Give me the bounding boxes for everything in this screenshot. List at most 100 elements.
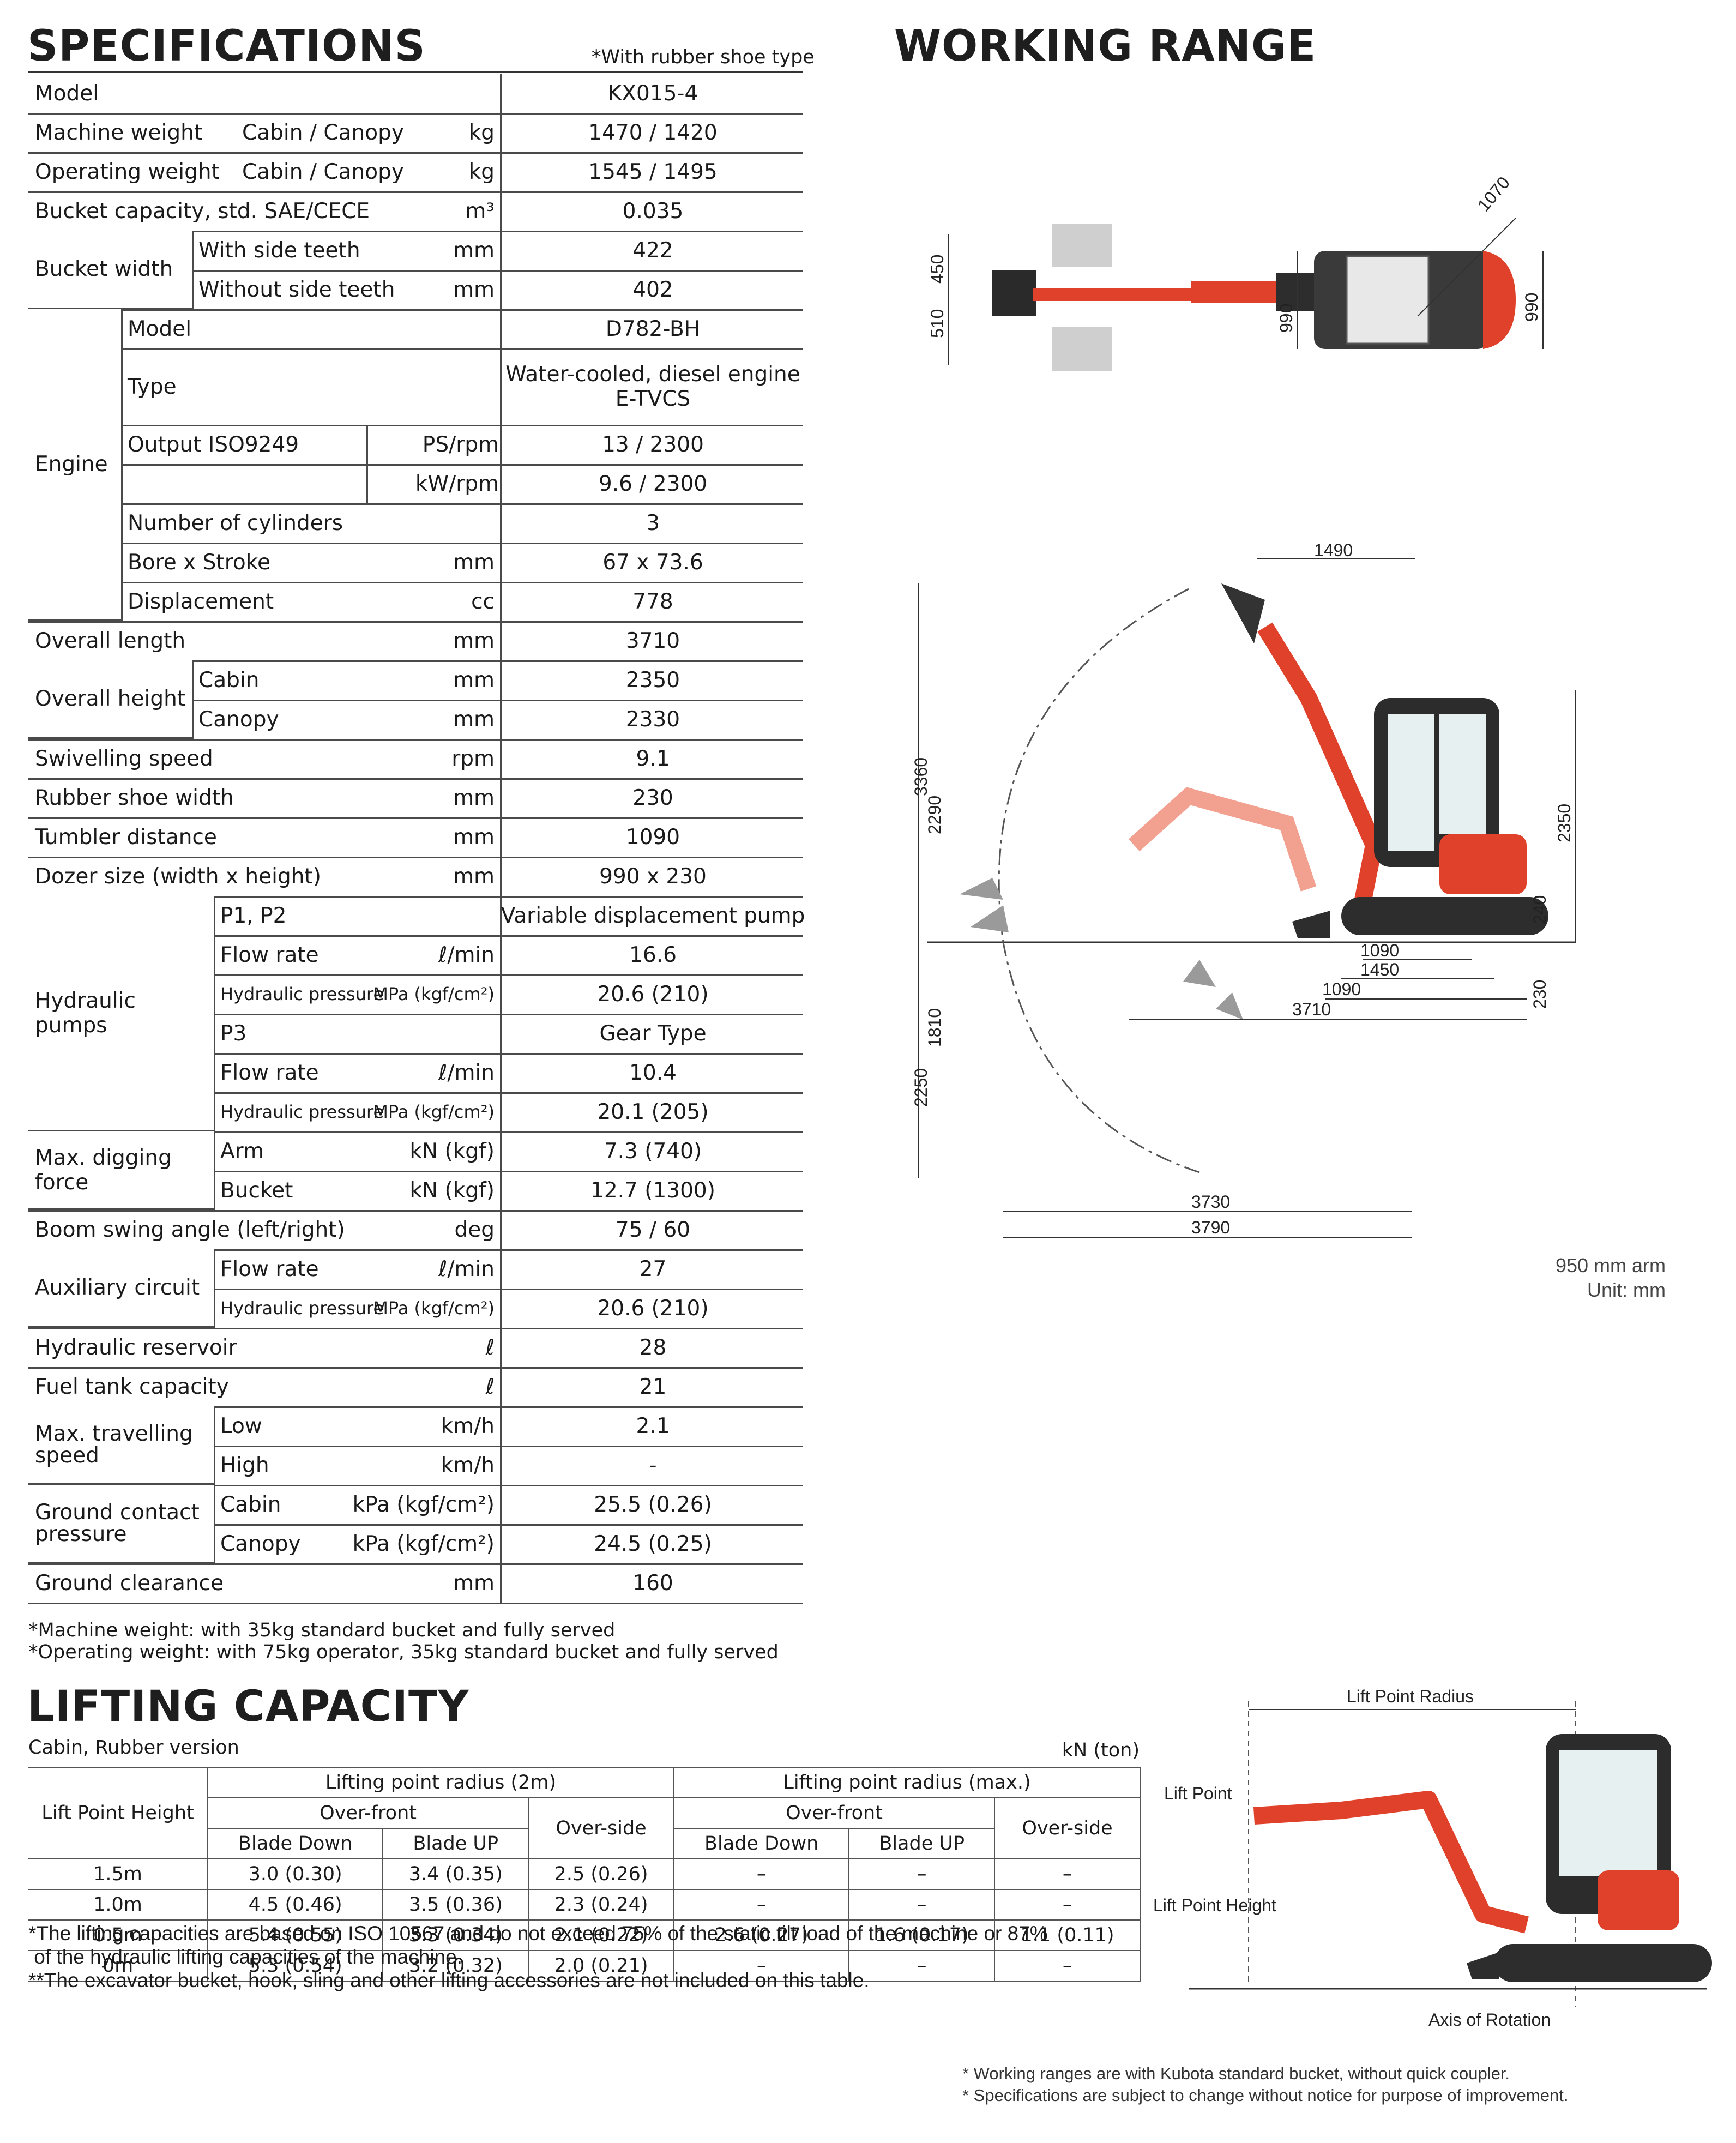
lifting-capacity-table: Lift Point Height Lifting point radius (… — [28, 1767, 1141, 1982]
spec-value: 67 x 73.6 — [500, 543, 804, 582]
lift-value-cell: 3.4 (0.35) — [382, 1858, 529, 1890]
lift-value-cell: 3.3 (0.34) — [382, 1919, 529, 1951]
spec-unit: kN (kgf) — [409, 1178, 495, 1203]
spec-value: 12.7 (1300) — [500, 1171, 804, 1210]
spec-unit: kg — [468, 159, 495, 184]
track — [1341, 897, 1548, 935]
lift-value-cell: 2.0 (0.21) — [528, 1950, 674, 1982]
spec-label: P1, P2 — [220, 903, 287, 928]
blade-down-header-max: Blade Down — [673, 1828, 850, 1859]
spec-value: 160 — [500, 1563, 804, 1603]
spec-label: Bore x Stroke — [128, 550, 270, 575]
cab-window-side — [1439, 714, 1486, 834]
spec-value: 24.5 (0.25) — [500, 1524, 804, 1563]
spec-unit: kg — [468, 120, 495, 145]
machine-weight-note: *Machine weight: with 35kg standard buck… — [28, 1620, 616, 1641]
spec-label: Flow rate — [220, 1060, 319, 1085]
spec-unit: mm — [453, 238, 495, 263]
lift-value-cell: 1.6 (0.17) — [848, 1919, 996, 1951]
svg-text:1090: 1090 — [1322, 979, 1361, 999]
lift-engine-cover — [1598, 1870, 1679, 1930]
lift-value-cell: 3.2 (0.32) — [382, 1950, 529, 1982]
lift-height-label: Lift Point Height — [1153, 1895, 1276, 1915]
blade-up-header: Blade UP — [382, 1828, 529, 1859]
spec-value: 778 — [500, 582, 804, 621]
lift-value-cell: 5.4 (0.55) — [207, 1919, 384, 1951]
axis-rotation-label: Axis of Rotation — [1428, 2010, 1551, 2030]
spec-unit: kN (kgf) — [409, 1139, 495, 1164]
aux-circuit-label: Auxiliary circuit — [28, 1249, 215, 1328]
blade-up-header-max: Blade UP — [848, 1828, 996, 1859]
spec-unit: ℓ/min — [438, 1060, 495, 1085]
boom-base — [1276, 273, 1314, 311]
lifting-note-2: of the hydraulic lifting capacities of t… — [28, 1946, 462, 1968]
spec-label: Hydraulic pressure — [220, 984, 384, 1004]
spec-value: - — [500, 1446, 804, 1485]
spec-label: With side teeth — [198, 238, 360, 263]
spec-label: Model — [128, 316, 192, 341]
lift-value-cell: 1.1 (0.11) — [994, 1919, 1141, 1951]
svg-text:1490: 1490 — [1314, 540, 1353, 560]
svg-text:1070: 1070 — [1474, 173, 1514, 215]
lift-value-cell: 3.0 (0.30) — [207, 1858, 384, 1890]
spec-label: Flow rate — [220, 942, 319, 967]
lift-value-cell: – — [848, 1889, 996, 1921]
svg-text:1810: 1810 — [925, 1008, 944, 1047]
spec-label: Low — [220, 1413, 262, 1438]
spec-value: 2330 — [500, 700, 804, 739]
spec-value: 10.4 — [500, 1053, 804, 1092]
svg-text:240: 240 — [1530, 895, 1550, 924]
spec-unit: mm — [453, 785, 495, 810]
spec-label: Bucket — [220, 1178, 293, 1203]
spec-value: 1470 / 1420 — [500, 113, 804, 152]
lift-value-cell: 5.3 (0.54) — [207, 1950, 384, 1982]
spec-value: Variable displacement pump — [500, 896, 805, 935]
spec-value: Gear Type — [500, 1014, 804, 1053]
spec-unit: mm — [453, 864, 495, 889]
spec-label: Output ISO9249 — [128, 432, 299, 457]
row-shoe-width-label: Rubber shoe width — [35, 785, 234, 810]
spec-value: 9.1 — [500, 739, 804, 778]
lifting-note-1: *The lifting capacities are based on ISO… — [28, 1922, 1048, 1945]
spec-unit: km/h — [441, 1413, 495, 1438]
spec-unit: ℓ/min — [438, 942, 495, 967]
spec-unit: mm — [453, 550, 495, 575]
bucket-width-label: Bucket width — [28, 231, 194, 309]
spec-unit: m³ — [465, 198, 495, 224]
hydraulic-pumps-label: Hydraulic pumps — [28, 896, 215, 1131]
engine-cover — [1439, 834, 1527, 894]
spec-unit: mm — [453, 1570, 495, 1596]
ghost-bucket-1 — [960, 878, 1003, 900]
spec-value: 20.1 (205) — [500, 1092, 804, 1131]
row-clearance-label: Ground clearance — [35, 1570, 224, 1596]
row-engine-model: Model D782-BH — [28, 309, 803, 350]
over-side-header: Over-side — [528, 1797, 674, 1859]
svg-text:3790: 3790 — [1191, 1218, 1230, 1237]
spec-label: Number of cylinders — [128, 510, 343, 535]
svg-text:450: 450 — [927, 255, 947, 284]
lift-blade — [1467, 1952, 1499, 1979]
lift-value-cell: 2.1 (0.22) — [528, 1919, 674, 1951]
spec-value: D782-BH — [500, 309, 804, 348]
spec-label: Operating weight — [35, 159, 220, 184]
row-fuel-label: Fuel tank capacity — [35, 1374, 229, 1399]
spec-value: 25.5 (0.26) — [500, 1485, 804, 1524]
ghost-bucket-lower — [1052, 327, 1112, 371]
spec-value: 0.035 — [500, 191, 804, 231]
spec-unit: mm — [453, 707, 495, 732]
